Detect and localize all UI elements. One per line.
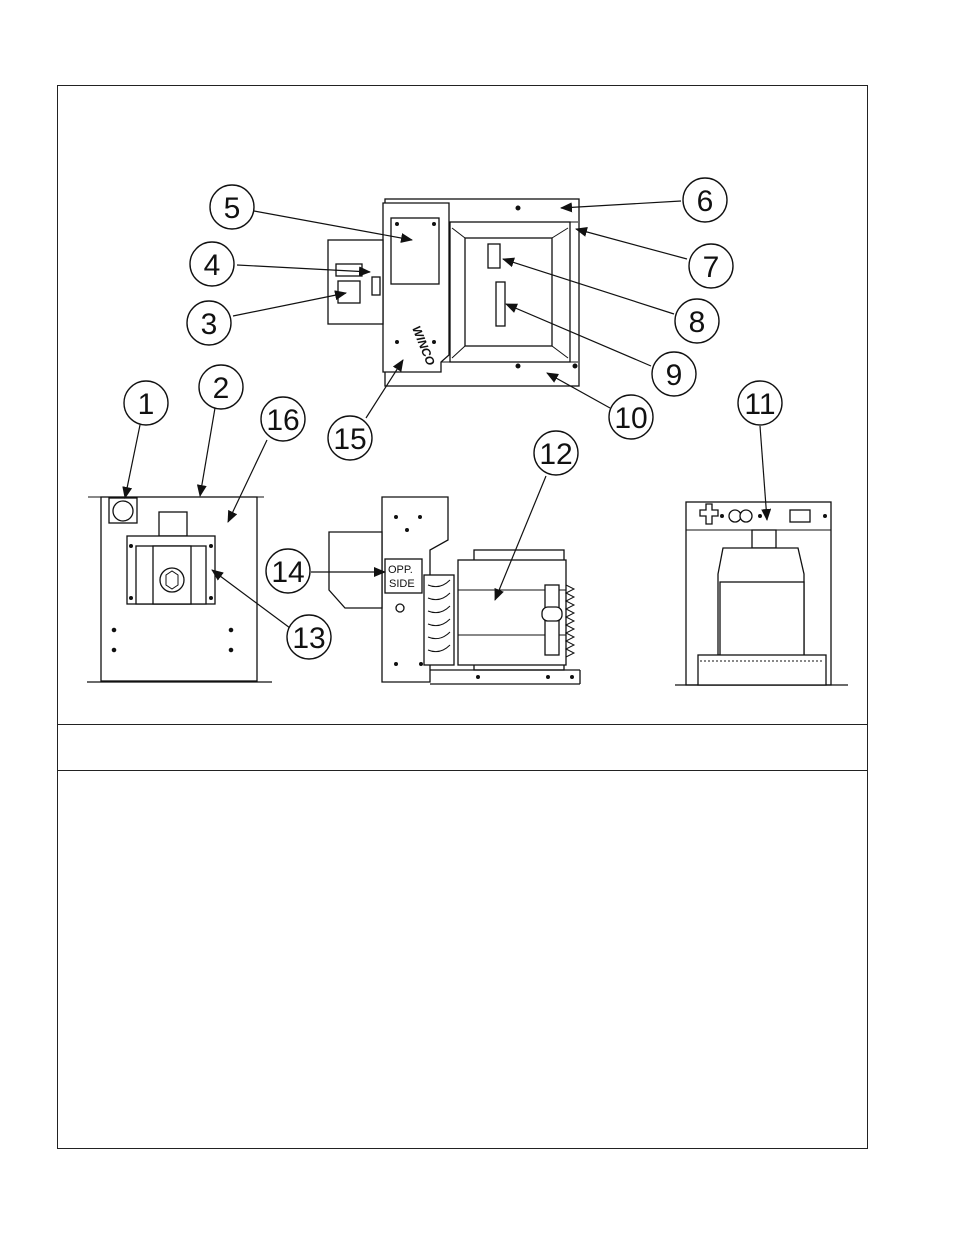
svg-text:6: 6 <box>697 185 714 218</box>
breaker-panel <box>790 510 810 522</box>
rear-shaft-post <box>752 530 776 548</box>
top-view: WINCO <box>328 199 579 386</box>
callout-5: 5 <box>210 185 254 229</box>
callout-16: 16 <box>261 397 305 441</box>
callout-13: 13 <box>287 615 331 659</box>
side-pulley-guard <box>329 532 382 608</box>
svg-text:1: 1 <box>138 388 155 421</box>
callout-9: 9 <box>652 352 696 396</box>
callout-15: 15 <box>328 416 372 460</box>
receptacle-slot <box>488 244 500 268</box>
handle-post <box>159 512 187 536</box>
opp-label: OPP. <box>388 564 413 576</box>
svg-text:14: 14 <box>271 556 304 589</box>
svg-text:2: 2 <box>213 372 230 405</box>
callout-12: 12 <box>534 431 578 475</box>
pulley-disc <box>338 281 360 303</box>
outlet-left <box>729 510 741 522</box>
rear-view <box>675 502 848 685</box>
svg-text:11: 11 <box>744 388 775 421</box>
rear-base-skid <box>698 655 826 685</box>
svg-text:13: 13 <box>292 622 325 655</box>
callout-8: 8 <box>675 299 719 343</box>
fuel-cap <box>113 501 133 521</box>
side-clamp <box>542 607 562 621</box>
svg-text:10: 10 <box>614 402 647 435</box>
svg-text:16: 16 <box>266 404 299 437</box>
svg-text:5: 5 <box>224 192 241 225</box>
svg-text:8: 8 <box>689 306 706 339</box>
callout-6: 6 <box>683 178 727 222</box>
svg-text:3: 3 <box>201 308 218 341</box>
callout-3: 3 <box>187 301 231 345</box>
svg-text:12: 12 <box>539 438 572 471</box>
side-hole <box>396 604 404 612</box>
svg-text:4: 4 <box>204 249 221 282</box>
shaft <box>372 277 380 295</box>
callout-1: 1 <box>124 381 168 425</box>
rear-generator-body <box>720 582 804 656</box>
generator-housing <box>465 238 552 346</box>
svg-text:7: 7 <box>703 251 720 284</box>
callout-10: 10 <box>609 395 653 439</box>
terminal-slot <box>496 282 505 326</box>
svg-text:9: 9 <box>666 359 683 392</box>
control-box <box>391 218 439 284</box>
outlet-right <box>740 510 752 522</box>
callout-2: 2 <box>199 365 243 409</box>
side-label: SIDE <box>389 578 415 590</box>
front-view <box>87 497 272 682</box>
callout-7: 7 <box>689 244 733 288</box>
side-view: OPP. SIDE <box>329 497 580 684</box>
callout-4: 4 <box>190 242 234 286</box>
callout-14: 14 <box>266 549 310 593</box>
callout-11: 11 <box>738 381 782 425</box>
svg-text:15: 15 <box>333 423 366 456</box>
cooling-fins <box>566 585 574 657</box>
